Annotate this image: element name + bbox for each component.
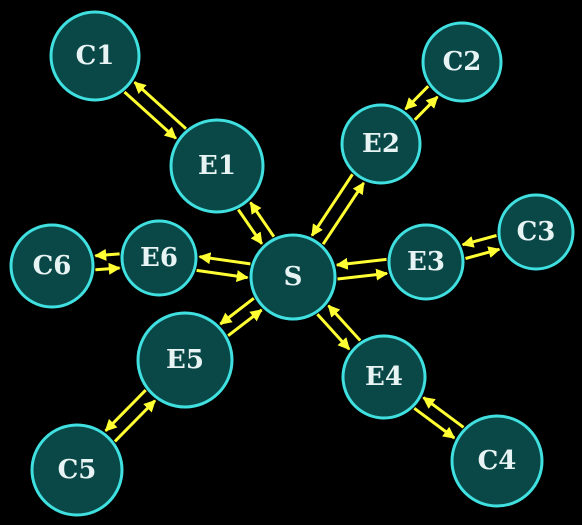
arrow-e4-to-s <box>327 304 362 342</box>
edges-layer <box>94 81 501 443</box>
node-label: E2 <box>362 129 400 159</box>
arrow-c6-to-e6 <box>95 262 121 275</box>
arrow-s-to-e4 <box>316 313 351 351</box>
node-c3: C3 <box>497 193 575 271</box>
arrow-e6-to-s <box>196 268 249 283</box>
arrow-e2-to-c2 <box>413 95 439 121</box>
arrow-e1-to-c1 <box>133 81 188 130</box>
node-circle <box>49 10 141 102</box>
node-circle <box>497 193 575 271</box>
node-circle <box>387 223 465 301</box>
node-c4: C4 <box>450 414 544 508</box>
node-label: C5 <box>58 455 97 485</box>
arrow-s-to-e6 <box>198 252 251 266</box>
node-label: C2 <box>443 47 482 77</box>
arrow-s-to-e3 <box>337 268 389 281</box>
arrow-e1-to-s <box>237 208 264 245</box>
arrow-c5-to-e5 <box>113 399 157 443</box>
node-label: C6 <box>33 251 72 281</box>
node-c5: C5 <box>30 423 124 517</box>
arrow-s-to-e1 <box>249 201 276 238</box>
node-c1: C1 <box>49 10 141 102</box>
node-e2: E2 <box>340 103 422 185</box>
arrow-e5-to-c5 <box>104 389 147 432</box>
arrow-e3-to-s <box>335 257 387 270</box>
node-circle <box>136 311 234 409</box>
node-c2: C2 <box>421 21 503 103</box>
node-label: C4 <box>478 446 517 476</box>
node-label: E5 <box>166 345 204 375</box>
arrow-e6-to-c6 <box>94 248 120 261</box>
arrow-c1-to-e1 <box>123 90 177 140</box>
node-c6: C6 <box>9 223 95 309</box>
node-s: S <box>249 233 337 321</box>
node-circle <box>30 423 124 517</box>
arrow-c2-to-e2 <box>404 85 430 111</box>
node-label: E4 <box>365 362 403 392</box>
arrow-e5-to-s <box>227 308 263 337</box>
node-e3: E3 <box>387 223 465 301</box>
node-e5: E5 <box>136 311 234 409</box>
node-label: E1 <box>198 151 236 181</box>
node-circle <box>169 118 265 214</box>
node-e1: E1 <box>169 118 265 214</box>
node-label: S <box>284 262 303 292</box>
arrow-e3-to-c3 <box>465 246 501 260</box>
node-circle <box>421 21 503 103</box>
arrow-e4-to-c4 <box>413 407 456 440</box>
node-e4: E4 <box>341 334 427 420</box>
node-label: C1 <box>76 41 115 71</box>
arrow-e2-to-s <box>310 173 354 237</box>
arrow-s-to-e2 <box>321 181 365 246</box>
node-circle <box>9 223 95 309</box>
node-label: C3 <box>517 217 556 247</box>
node-circle <box>340 103 422 185</box>
arrow-s-to-e5 <box>219 297 255 326</box>
node-circle <box>341 334 427 420</box>
node-e6: E6 <box>120 219 198 297</box>
node-circle <box>450 414 544 508</box>
node-label: E6 <box>140 243 178 273</box>
node-circle <box>120 219 198 297</box>
arrow-c3-to-e3 <box>461 234 497 248</box>
node-circle <box>249 233 337 321</box>
arrow-c4-to-e4 <box>422 396 465 429</box>
node-label: E3 <box>407 247 445 277</box>
